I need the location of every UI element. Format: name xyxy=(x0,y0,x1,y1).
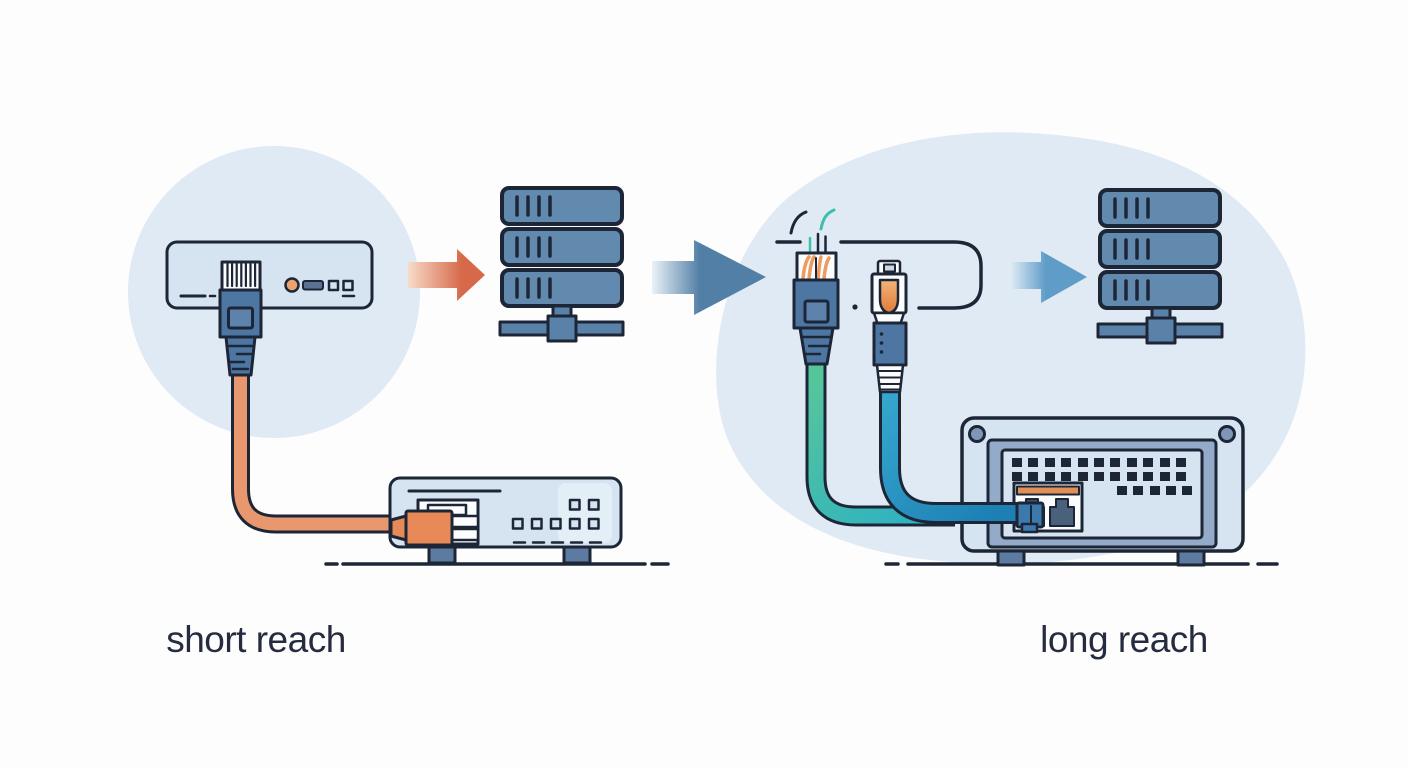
server-unit xyxy=(500,186,624,226)
vent-grid xyxy=(1012,458,1192,495)
orange-plug-boot xyxy=(389,514,408,542)
power-led xyxy=(284,277,300,293)
flow-arrow-blue-large xyxy=(652,240,766,315)
server-unit xyxy=(1098,229,1222,269)
server-unit xyxy=(1098,270,1222,310)
server-stand-hub xyxy=(546,314,578,343)
desktop-device xyxy=(388,476,623,565)
indicator-square xyxy=(587,498,600,511)
server-unit xyxy=(500,227,624,267)
orange-plug-body xyxy=(404,509,454,547)
rj45-plug-modem-icon xyxy=(218,260,263,377)
port-square xyxy=(342,279,354,292)
port-module-strip xyxy=(1016,485,1080,496)
device-foot xyxy=(427,545,457,565)
device-foot xyxy=(562,545,592,565)
device-foot xyxy=(1176,549,1206,567)
flow-arrow-blue-small xyxy=(1009,251,1087,303)
server-unit xyxy=(1098,188,1222,228)
indicator-square xyxy=(549,517,562,530)
indicator-square xyxy=(530,517,543,530)
plug-window xyxy=(803,299,830,324)
rj45-plug-teal-icon xyxy=(792,251,955,527)
server-stack-left-icon xyxy=(498,186,625,343)
rj45-plug-blue-icon xyxy=(870,259,1022,524)
server-stand-hub xyxy=(1145,316,1177,345)
server-stack-right-icon xyxy=(1096,188,1224,345)
flow-arrow-orange xyxy=(408,249,485,301)
screw xyxy=(968,425,986,443)
port-square xyxy=(327,279,340,292)
short-reach-scene: short reach xyxy=(128,146,670,660)
plug-pins xyxy=(226,262,257,288)
indicator-square xyxy=(568,498,581,511)
outline-bracket xyxy=(839,240,983,310)
plug-body xyxy=(872,321,908,367)
dot-mark xyxy=(852,304,858,310)
indicator-square xyxy=(568,517,581,530)
server-unit xyxy=(500,268,624,308)
label-short-reach: short reach xyxy=(166,619,346,660)
long-reach-scene: long reach xyxy=(652,132,1306,660)
label-long-reach: long reach xyxy=(1040,619,1208,660)
plug-head-in-port xyxy=(1015,501,1045,534)
rj45-port xyxy=(1049,498,1075,527)
latch-prong xyxy=(450,514,480,529)
screw xyxy=(1218,425,1236,443)
plug-window xyxy=(227,306,254,330)
latch-prong xyxy=(450,527,480,542)
exposed-wires xyxy=(801,255,831,281)
network-switch-device xyxy=(960,416,1245,567)
status-bar xyxy=(302,280,324,291)
modem-device xyxy=(165,240,374,310)
indicator-square xyxy=(511,517,524,530)
orange-patch-cable xyxy=(231,372,392,534)
device-foot xyxy=(996,549,1026,567)
indicator-square xyxy=(587,517,600,530)
plug-boot-orange xyxy=(878,278,900,315)
